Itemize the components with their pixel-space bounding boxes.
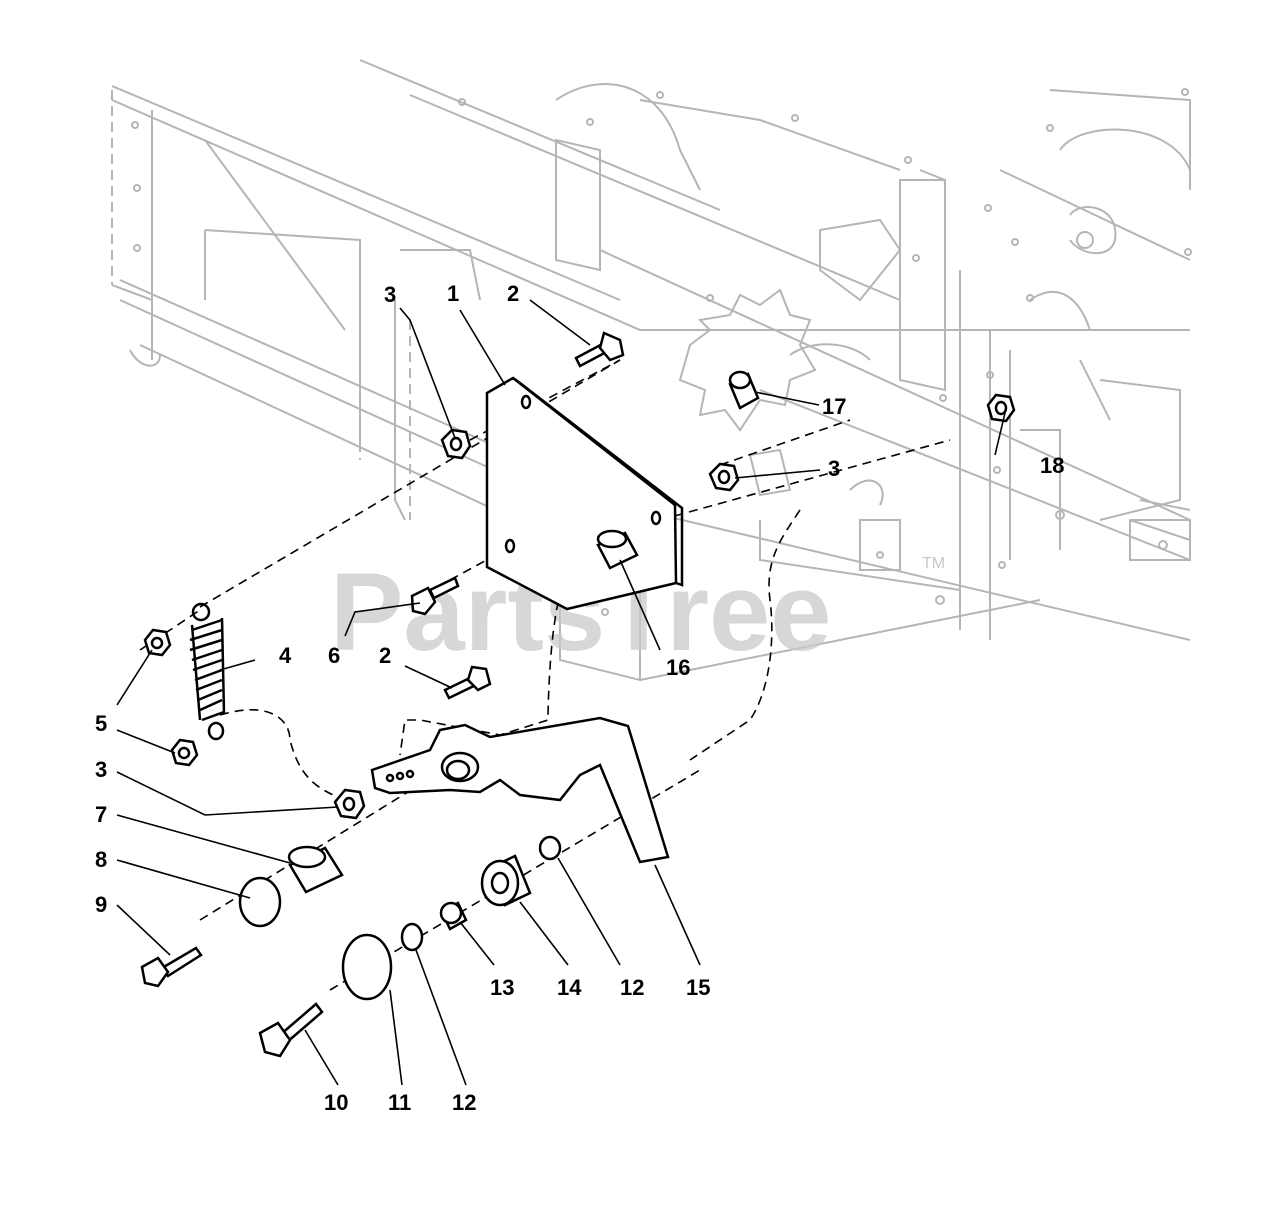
callout-2-lower: 2: [379, 643, 391, 668]
washer-part-8: [238, 876, 282, 928]
nut-part-5-lower: [170, 738, 199, 767]
spacer-part-13: [439, 901, 468, 931]
callout-18: 18: [1040, 453, 1064, 478]
callout-7: 7: [95, 802, 107, 827]
callout-11: 11: [388, 1090, 411, 1115]
washer-part-12-upper: [538, 835, 562, 861]
leader-lines: [116, 299, 1006, 1086]
washer-part-12-lower: [400, 922, 424, 952]
callout-8: 8: [95, 847, 107, 872]
nut-part-5-upper: [143, 628, 172, 657]
nut-part-3-right: [708, 462, 740, 492]
bolt-part-2-lower: [443, 665, 492, 700]
bolt-part-6: [410, 576, 460, 616]
callout-14: 14: [557, 975, 582, 1000]
mounting-plate-part-1: [485, 376, 684, 611]
spacer-part-17: [728, 370, 760, 410]
callout-3-lower: 3: [95, 757, 107, 782]
callout-15: 15: [686, 975, 710, 1000]
callout-9: 9: [95, 892, 107, 917]
callout-3-upper-left: 3: [384, 282, 396, 307]
nut-part-18: [986, 393, 1016, 423]
callout-6: 6: [328, 643, 340, 668]
callout-4: 4: [279, 643, 292, 668]
washer-part-11: [341, 933, 393, 1001]
bolt-part-2-upper: [574, 331, 625, 368]
bolt-part-9: [140, 946, 203, 988]
nut-part-3-upper: [440, 428, 472, 460]
bushing-part-7: [287, 845, 344, 894]
callout-16: 16: [666, 655, 690, 680]
callout-2-upper: 2: [507, 281, 519, 306]
callout-3-right: 3: [828, 456, 840, 481]
callout-13: 13: [490, 975, 514, 1000]
callout-1: 1: [447, 281, 459, 306]
bolt-part-10: [258, 1002, 324, 1058]
bearing-part-14: [480, 854, 532, 907]
callout-12-upper: 12: [620, 975, 644, 1000]
nut-part-3-lower: [333, 788, 366, 820]
idler-arm-part-15: [370, 716, 670, 864]
callout-10: 10: [324, 1090, 348, 1115]
spring-part-4: [189, 602, 226, 741]
callout-12-lower: 12: [452, 1090, 476, 1115]
callout-labels: 3 1 2 17 3 18 4 6 2 16 5 3 7 8 9 13 14 1…: [95, 281, 1064, 1115]
callout-5: 5: [95, 711, 107, 736]
watermark-trademark: TM: [922, 555, 945, 572]
callout-17: 17: [822, 394, 846, 419]
spacer-part-16: [596, 529, 639, 570]
